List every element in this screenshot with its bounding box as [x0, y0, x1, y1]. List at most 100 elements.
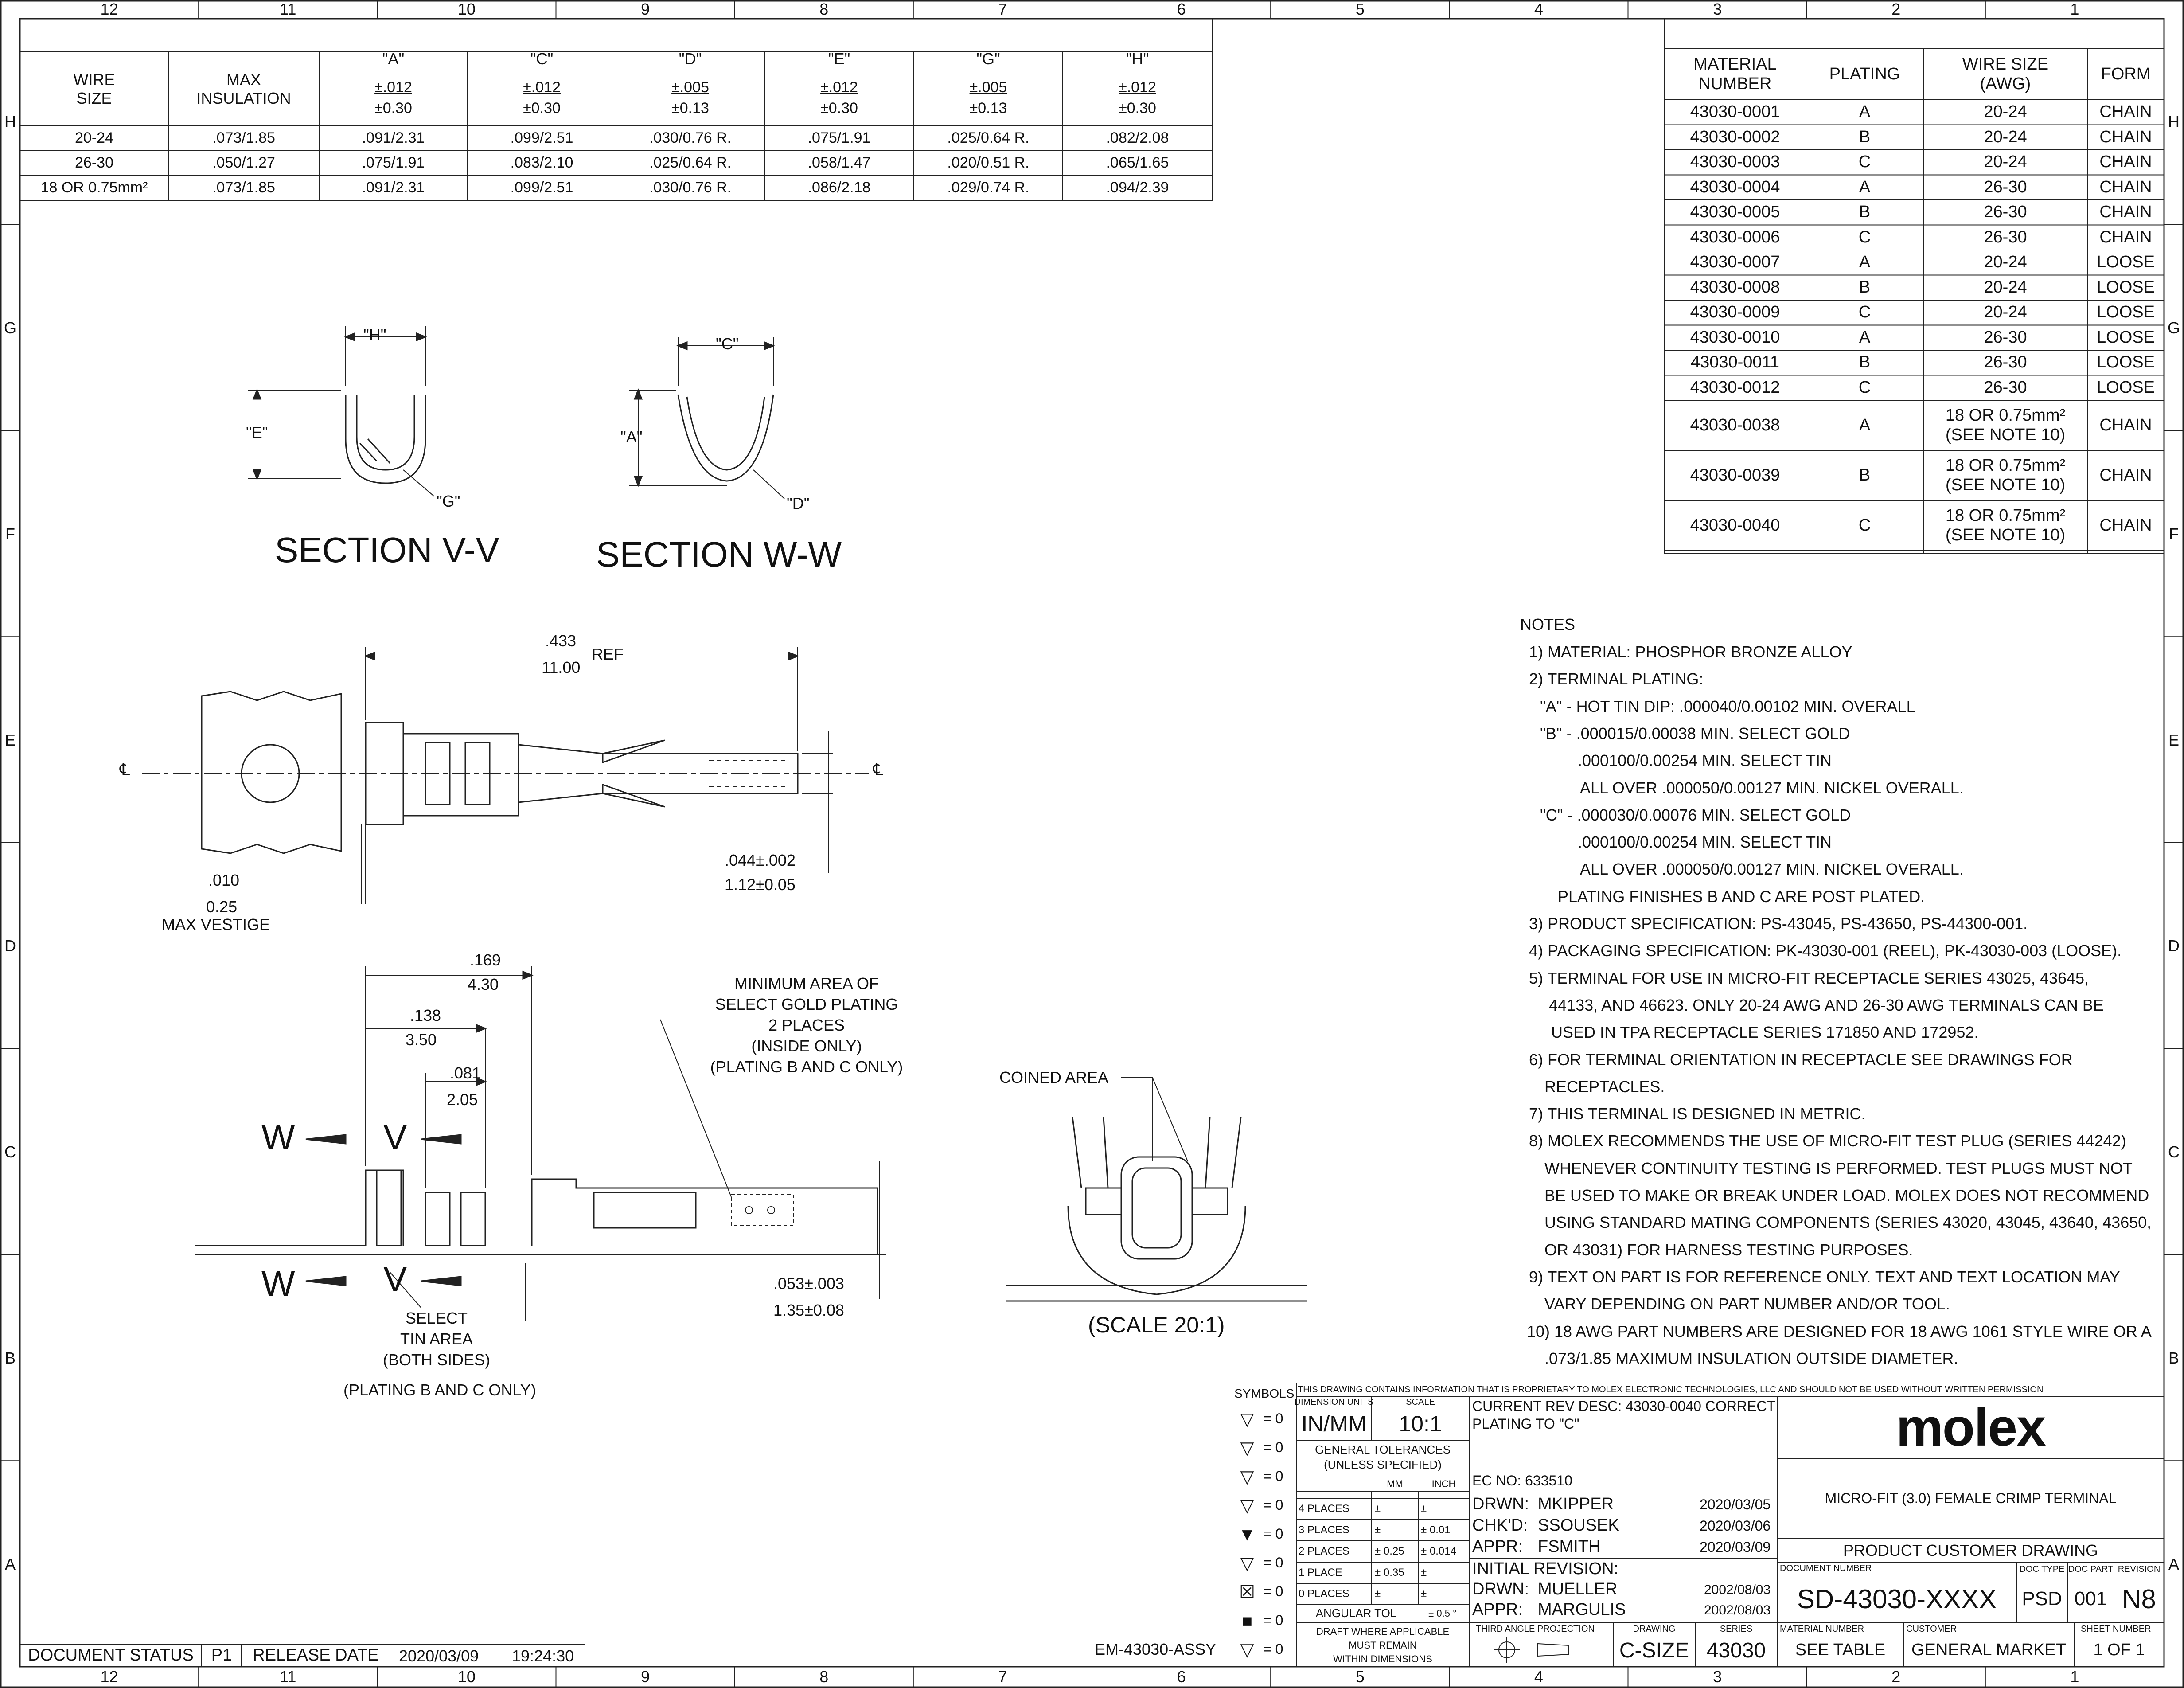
- symbol-value-6: = 0: [1263, 1583, 1283, 1599]
- dim-081-in: .081: [450, 1064, 481, 1082]
- mat-cell-0-1: A: [1859, 102, 1871, 121]
- mat-cell-3-0: 43030-0004: [1690, 177, 1780, 196]
- drawing-size: C-SIZE: [1619, 1639, 1689, 1663]
- series-value: 43030: [1706, 1639, 1766, 1663]
- zone-row-right-C: C: [2168, 1143, 2180, 1161]
- gold-note-line-3: (INSIDE ONLY): [751, 1037, 862, 1055]
- tol-row-label-3: 1 PLACE: [1299, 1567, 1342, 1579]
- note-line-5: ALL OVER .000050/0.00127 MIN. NICKEL OVE…: [1580, 778, 1964, 797]
- mat-cell-10-0: 43030-0011: [1690, 353, 1780, 372]
- dim-header-5: "E": [828, 49, 850, 68]
- zone-col-bottom-5: 5: [1355, 1668, 1365, 1686]
- profile-symbol-icon: ▽: [1240, 1496, 1254, 1516]
- dim-cell-2-6: .029/0.74 R.: [947, 179, 1030, 196]
- dim-tol-mm-4: ±0.13: [969, 99, 1007, 117]
- zone-col-bottom-7: 7: [998, 1668, 1007, 1686]
- zone-col-bottom-2: 2: [1892, 1668, 1901, 1686]
- dim-table-frame: [20, 18, 1213, 201]
- profile-symbol-icon: ▽: [1240, 1438, 1254, 1458]
- mat-header-3: FORM: [2101, 64, 2151, 83]
- dim-header-1: MAX INSULATION: [196, 70, 291, 107]
- note-line-13: 44133, AND 46623. ONLY 20-24 AWG AND 26-…: [1549, 996, 2104, 1014]
- initial-drawn-date: 2002/08/03: [1704, 1582, 1771, 1597]
- dim-tol-in-3: ±.012: [820, 78, 858, 96]
- dim-tol-mm-1: ±0.30: [523, 99, 561, 117]
- dim-081-mm: 2.05: [447, 1090, 478, 1109]
- zone-col-bottom-6: 6: [1177, 1668, 1186, 1686]
- mat-cell-1-3: CHAIN: [2099, 127, 2152, 146]
- mat-cell-14-3: CHAIN: [2099, 516, 2152, 535]
- section-vv: [248, 326, 435, 497]
- zone-row-left-B: B: [4, 1348, 16, 1367]
- note-line-26: .073/1.85 MAXIMUM INSULATION OUTSIDE DIA…: [1544, 1349, 1958, 1368]
- zone-row-right-E: E: [2168, 731, 2179, 749]
- symbol-value-4: = 0: [1263, 1526, 1283, 1542]
- dim-cell-1-1: .050/1.27: [212, 154, 275, 172]
- mat-cell-14-1: C: [1858, 516, 1871, 535]
- doc-part: 001: [2074, 1588, 2107, 1610]
- mat-header-1: PLATING: [1829, 64, 1900, 83]
- mat-cell-3-2: 26-30: [1984, 177, 2027, 196]
- zone-col-top-8: 8: [819, 0, 829, 18]
- dim-cell-0-5: .075/1.91: [807, 129, 871, 147]
- symbol-value-8: = 0: [1263, 1641, 1283, 1657]
- section-ww-a-label: "A": [620, 428, 643, 446]
- zone-row-left-G: G: [4, 319, 16, 337]
- angular-tol-value: ± 0.5 °: [1428, 1608, 1457, 1619]
- section-arrow-v-bottom: V: [383, 1259, 407, 1299]
- product-name: MICRO-FIT (3.0) FEMALE CRIMP TERMINAL: [1825, 1490, 2117, 1506]
- zone-col-top-6: 6: [1177, 0, 1186, 18]
- mat-cell-13-0: 43030-0039: [1690, 465, 1780, 485]
- sheet-number-label: SHEET NUMBER: [2081, 1624, 2151, 1634]
- doc-number: SD-43030-XXXX: [1797, 1584, 1997, 1614]
- doc-type-label: DOC TYPE: [2019, 1564, 2065, 1574]
- note-line-17: 7) THIS TERMINAL IS DESIGNED IN METRIC.: [1529, 1105, 1866, 1123]
- tol-row-mm-0: ±: [1375, 1503, 1381, 1515]
- zone-row-right-D: D: [2168, 937, 2180, 955]
- mat-cell-1-0: 43030-0002: [1690, 127, 1780, 146]
- dim-header-6: "G": [976, 49, 1000, 68]
- zone-row-right-G: G: [2167, 319, 2180, 337]
- dim-cell-1-0: 26-30: [75, 154, 113, 172]
- mat-cell-7-1: B: [1859, 277, 1871, 297]
- mat-header-0: MATERIAL NUMBER: [1693, 55, 1777, 93]
- section-vv-g-label: "G": [437, 492, 460, 510]
- tol-row-inch-0: ±: [1421, 1503, 1427, 1515]
- tol-mm-header: MM: [1387, 1478, 1403, 1489]
- approved-date: 2020/03/09: [1700, 1539, 1771, 1555]
- document-status-label: DOCUMENT STATUS: [28, 1646, 194, 1665]
- dim-units-label: DIMENSION UNITS: [1294, 1397, 1374, 1407]
- filled-square-icon: ■: [1241, 1611, 1253, 1631]
- mat-cell-6-0: 43030-0007: [1690, 253, 1780, 272]
- note-line-2: "A" - HOT TIN DIP: .000040/0.00102 MIN. …: [1540, 697, 1915, 715]
- tol-row-label-2: 2 PLACES: [1299, 1545, 1349, 1557]
- dim-cell-1-2: .075/1.91: [362, 154, 425, 172]
- mat-cell-10-3: LOOSE: [2097, 353, 2155, 372]
- vestige-label: MAX VESTIGE: [162, 915, 270, 934]
- material-number-value: SEE TABLE: [1795, 1641, 1886, 1660]
- zone-row-left-D: D: [4, 937, 16, 955]
- end-view: [1006, 1077, 1307, 1302]
- doc-number-label: DOCUMENT NUMBER: [1780, 1563, 1872, 1573]
- note-line-22: OR 43031) FOR HARNESS TESTING PURPOSES.: [1544, 1240, 1913, 1259]
- dim-cell-0-1: .073/1.85: [212, 129, 275, 147]
- document-status-value: P1: [211, 1646, 232, 1665]
- dim-cell-2-3: .099/2.51: [510, 179, 573, 196]
- note-line-23: 9) TEXT ON PART IS FOR REFERENCE ONLY. T…: [1529, 1267, 2120, 1286]
- mat-cell-12-1: A: [1859, 415, 1871, 434]
- release-time: 19:24:30: [512, 1647, 574, 1665]
- note-line-18: 8) MOLEX RECOMMENDS THE USE OF MICRO-FIT…: [1529, 1132, 2126, 1150]
- section-arrow-w-top: W: [261, 1118, 295, 1157]
- section-vv-title: SECTION V-V: [275, 530, 499, 570]
- mat-cell-8-3: LOOSE: [2097, 303, 2155, 322]
- mat-cell-7-2: 20-24: [1984, 277, 2027, 297]
- dim-tol-in-1: ±.012: [523, 78, 561, 96]
- centerline-left: ℄: [120, 760, 130, 778]
- dim-169-in: .169: [470, 951, 501, 969]
- dim-tol-in-0: ±.012: [374, 78, 412, 96]
- note-line-14: USED IN TPA RECEPTACLE SERIES 171850 AND…: [1551, 1023, 1979, 1042]
- tol-row-inch-2: ± 0.014: [1421, 1545, 1456, 1557]
- drawn-date: 2020/03/05: [1700, 1497, 1771, 1512]
- mat-cell-8-0: 43030-0009: [1690, 303, 1780, 322]
